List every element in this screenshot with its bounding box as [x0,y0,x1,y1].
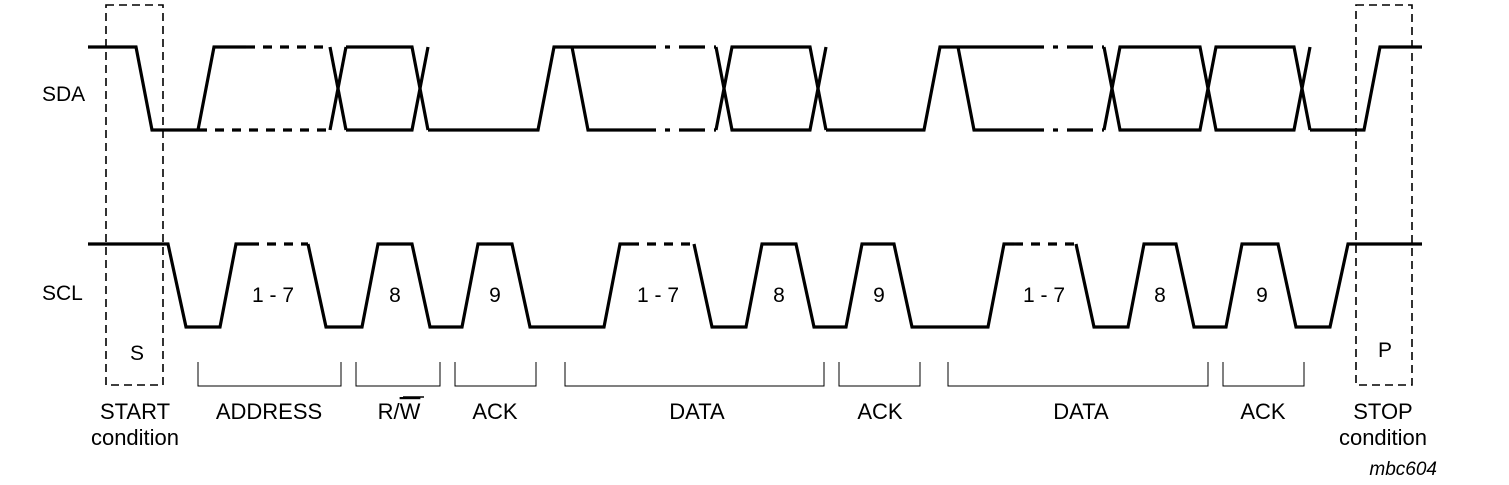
rw-label-w: W [400,399,421,424]
scl-label: SCL [42,282,83,305]
sda-label: SDA [42,83,85,106]
stop-label-line2: condition [1339,425,1427,450]
start-label-line2: condition [91,425,179,450]
clock-numbers: 1 - 7 8 9 1 - 7 8 9 1 - 7 8 9 [252,284,1268,307]
start-mark: S [130,342,144,365]
clock-number: 8 [389,284,401,307]
stop-condition-box [1355,4,1413,386]
data2-label: DATA [1053,399,1109,424]
clock-number: 8 [1154,284,1166,307]
clock-number: 1 - 7 [637,284,679,307]
bit-group-brackets [197,362,1305,387]
start-label-line1: START [100,399,170,424]
field-labels: START condition ADDRESS R/W ACK DATA ACK… [91,396,1427,450]
stop-label-line1: STOP [1353,399,1413,424]
stop-mark: P [1378,339,1392,362]
address-label: ADDRESS [216,399,322,424]
clock-number: 9 [489,284,501,307]
clock-number: 9 [873,284,885,307]
sda-waveform [88,45,1422,132]
ack2-label: ACK [857,399,903,424]
rw-label-r: R/ [378,399,401,424]
data1-label: DATA [669,399,725,424]
start-condition-box [105,4,164,386]
scl-waveform [88,242,1422,329]
clock-number: 9 [1256,284,1268,307]
figure-reference: mbc604 [1369,459,1437,480]
rw-label: R/W [378,399,421,424]
ack1-label: ACK [472,399,518,424]
clock-number: 8 [773,284,785,307]
ack3-label: ACK [1240,399,1286,424]
clock-number: 1 - 7 [1023,284,1065,307]
clock-number: 1 - 7 [252,284,294,307]
